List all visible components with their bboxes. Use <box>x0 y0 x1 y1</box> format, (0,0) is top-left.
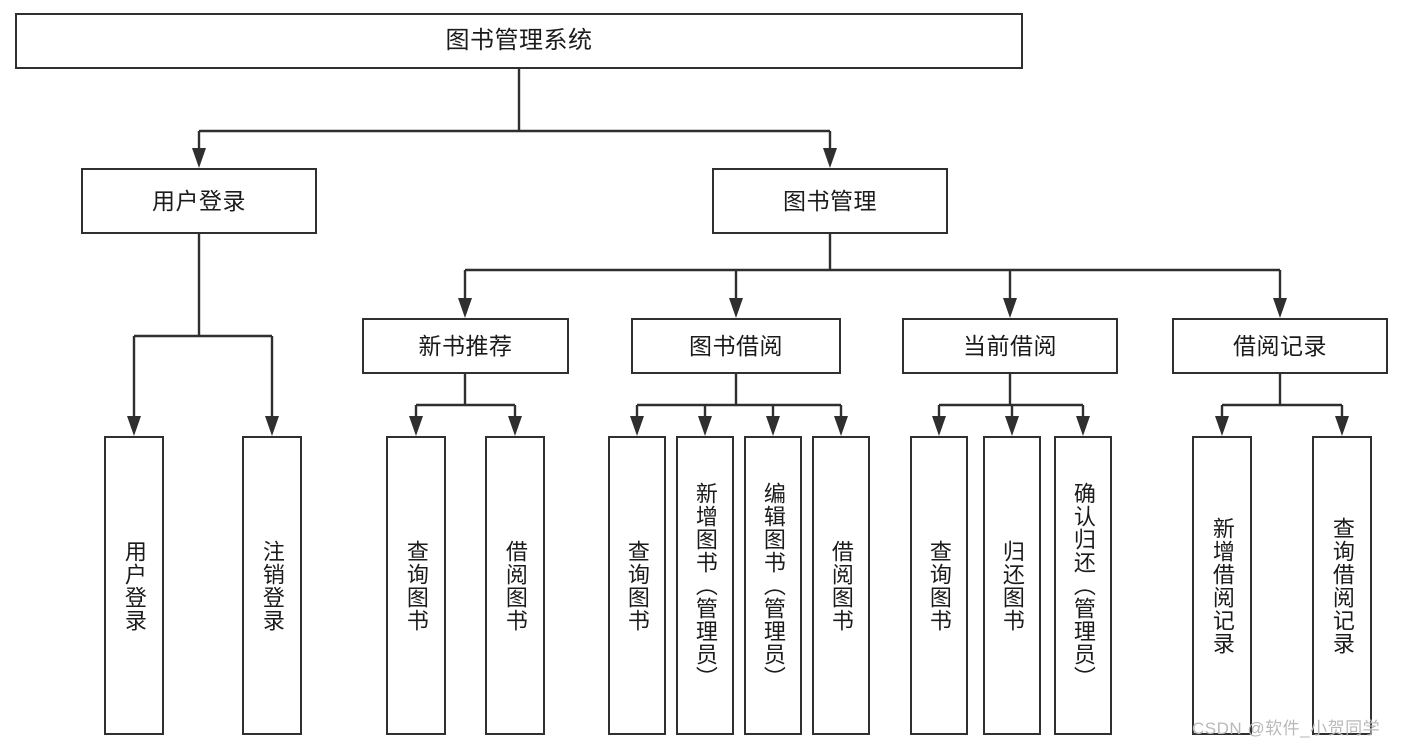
connector-arrow-book_borrow_to_leaves-1 <box>698 416 712 436</box>
connector-arrow-book_borrow_to_leaves-2 <box>766 416 780 436</box>
node-label-leaf-edit-book: 编辑图书（管理员） <box>760 482 786 689</box>
node-book-borrow[interactable]: 图书借阅 <box>631 318 841 374</box>
node-leaf-query-record[interactable]: 查询借阅记录 <box>1312 436 1372 735</box>
node-label-leaf-add-record: 新增借阅记录 <box>1209 516 1235 655</box>
watermark-label: CSDN @软件_小贺同学 <box>1192 719 1381 738</box>
node-leaf-query-book-borrow[interactable]: 查询图书 <box>608 436 666 735</box>
node-label-leaf-query-book-current: 查询图书 <box>926 539 952 632</box>
node-label-leaf-return-book: 归还图书 <box>999 539 1025 632</box>
node-label-leaf-user-logout: 注销登录 <box>259 539 285 632</box>
node-label-leaf-query-book-borrow: 查询图书 <box>624 539 650 632</box>
node-label-book-manage: 图书管理 <box>783 187 877 214</box>
node-label-leaf-add-book: 新增图书（管理员） <box>692 482 718 689</box>
node-leaf-user-logout[interactable]: 注销登录 <box>242 436 302 735</box>
connector-arrow-book_manage_to_level3-2 <box>1003 298 1017 318</box>
node-label-root: 图书管理系统 <box>445 27 593 54</box>
node-leaf-borrow-book[interactable]: 借阅图书 <box>812 436 870 735</box>
node-label-leaf-borrow-book-rec: 借阅图书 <box>502 539 528 632</box>
node-root[interactable]: 图书管理系统 <box>15 13 1023 69</box>
connector-arrow-user_login_to_leaves-0 <box>127 416 141 436</box>
connector-arrow-book_manage_to_level3-0 <box>458 298 472 318</box>
node-label-user-login: 用户登录 <box>152 187 246 214</box>
node-user-login[interactable]: 用户登录 <box>81 168 317 234</box>
connector-arrow-book_manage_to_level3-3 <box>1273 298 1287 318</box>
node-leaf-edit-book[interactable]: 编辑图书（管理员） <box>744 436 802 735</box>
connector-arrow-root_to_level2-0 <box>192 148 206 168</box>
node-leaf-borrow-book-rec[interactable]: 借阅图书 <box>485 436 545 735</box>
connector-arrow-book_manage_to_level3-1 <box>729 298 743 318</box>
node-label-leaf-borrow-book: 借阅图书 <box>828 539 854 632</box>
node-label-leaf-user-login: 用户登录 <box>121 539 147 632</box>
node-current-borrow[interactable]: 当前借阅 <box>902 318 1118 374</box>
node-leaf-user-login[interactable]: 用户登录 <box>104 436 164 735</box>
connector-arrow-current_borrow_to_leaves-0 <box>932 416 946 436</box>
connector-arrow-borrow_record_to_leaves-0 <box>1215 416 1229 436</box>
connector-arrow-book_borrow_to_leaves-3 <box>834 416 848 436</box>
node-label-book-borrow: 图书借阅 <box>689 332 783 359</box>
node-label-leaf-query-book-rec: 查询图书 <box>403 539 429 632</box>
node-label-leaf-query-record: 查询借阅记录 <box>1329 516 1355 655</box>
connector-arrow-root_to_level2-1 <box>823 148 837 168</box>
connector-arrow-current_borrow_to_leaves-1 <box>1005 416 1019 436</box>
node-leaf-query-book-rec[interactable]: 查询图书 <box>386 436 446 735</box>
node-label-leaf-confirm-return: 确认归还（管理员） <box>1070 482 1096 689</box>
node-label-current-borrow: 当前借阅 <box>963 332 1057 359</box>
connector-arrow-borrow_record_to_leaves-1 <box>1335 416 1349 436</box>
node-leaf-query-book-current[interactable]: 查询图书 <box>910 436 968 735</box>
node-leaf-add-record[interactable]: 新增借阅记录 <box>1192 436 1252 735</box>
node-book-manage[interactable]: 图书管理 <box>712 168 948 234</box>
connector-arrow-new_book_rec_to_leaves-1 <box>508 416 522 436</box>
node-leaf-confirm-return[interactable]: 确认归还（管理员） <box>1054 436 1112 735</box>
connector-arrow-current_borrow_to_leaves-2 <box>1076 416 1090 436</box>
node-label-borrow-record: 借阅记录 <box>1233 332 1327 359</box>
node-label-new-book-rec: 新书推荐 <box>418 332 513 359</box>
connector-arrow-book_borrow_to_leaves-0 <box>630 416 644 436</box>
connector-arrow-user_login_to_leaves-1 <box>265 416 279 436</box>
node-leaf-return-book[interactable]: 归还图书 <box>983 436 1041 735</box>
node-leaf-add-book[interactable]: 新增图书（管理员） <box>676 436 734 735</box>
node-new-book-rec[interactable]: 新书推荐 <box>362 318 569 374</box>
connector-arrow-new_book_rec_to_leaves-0 <box>409 416 423 436</box>
node-borrow-record[interactable]: 借阅记录 <box>1172 318 1388 374</box>
